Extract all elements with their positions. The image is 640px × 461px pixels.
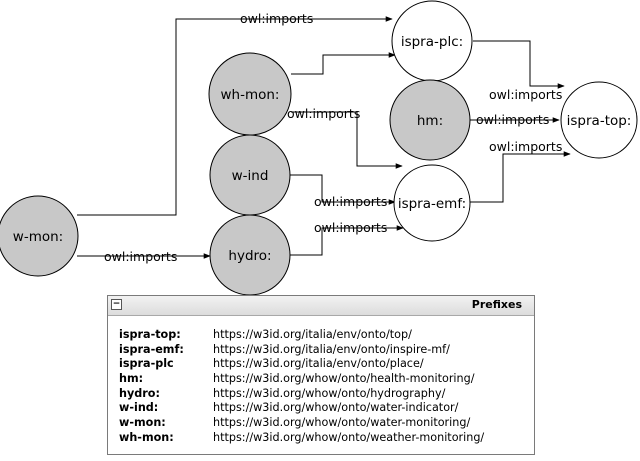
node-label-ispra-emf: ispra-emf: [398, 196, 466, 212]
prefix-uri: https://w3id.org/whow/onto/health-monito… [213, 372, 475, 386]
node-hm[interactable]: hm: [389, 79, 471, 161]
edge-w-mon-ispra-plc[interactable] [77, 16, 393, 216]
prefix-row: hydro: https://w3id.org/whow/onto/hydrogr… [119, 387, 484, 402]
prefix-name: w-mon: [119, 416, 166, 430]
prefixes-panel: − Prefixes ispra-top: https://w3id.org/it… [107, 295, 535, 455]
node-label-wh-mon: wh-mon: [221, 87, 280, 103]
nodes-layer: ispra-plc: wh-mon: hm: w-ind ispra-emf: … [0, 0, 638, 296]
node-ispra-top[interactable]: ispra-top: [560, 81, 638, 159]
node-ispra-emf[interactable]: ispra-emf: [393, 164, 471, 242]
prefix-row: w-mon: https://w3id.org/whow/onto/water-m… [119, 416, 484, 431]
prefix-uri: https://w3id.org/whow/onto/weather-monit… [213, 430, 485, 444]
prefix-row: ispra-emf: https://w3id.org/italia/env/on… [119, 343, 484, 358]
node-w-ind[interactable]: w-ind [209, 134, 291, 216]
edge-wh-mon-ispra-plc[interactable] [291, 52, 396, 75]
edge-ispra-emf-ispra-top[interactable] [466, 151, 571, 203]
prefix-name: ispra-emf: [119, 342, 184, 356]
prefix-name: hydro: [119, 386, 160, 400]
prefix-row: ispra-top: https://w3id.org/italia/env/on… [119, 328, 484, 343]
prefix-uri: https://w3id.org/whow/onto/hydrography/ [213, 386, 446, 400]
prefix-row: wh-mon: https://w3id.org/whow/onto/weathe… [119, 431, 484, 446]
node-hydro[interactable]: hydro: [209, 214, 291, 296]
prefixes-panel-header: − Prefixes [108, 296, 534, 316]
prefix-uri: https://w3id.org/whow/onto/water-indicat… [213, 401, 459, 415]
edges-layer: owl:imports owl:imports owl:imports owl:… [77, 11, 571, 264]
edge-ispra-plc-ispra-top[interactable] [473, 40, 565, 89]
prefix-name: hm: [119, 372, 144, 386]
edge-label-hm-ispra-top: owl:imports [476, 112, 549, 127]
edge-label-w-mon-hydro: owl:imports [104, 249, 177, 264]
collapse-icon[interactable]: − [111, 299, 122, 310]
edge-label-ispra-plc-ispra-top: owl:imports [489, 87, 562, 102]
edge-hydro-ispra-emf[interactable] [290, 225, 404, 256]
edge-wh-mon-ispra-emf[interactable] [291, 111, 403, 169]
prefix-row: w-ind: https://w3id.org/whow/onto/water-i… [119, 401, 484, 416]
edge-label-hydro-ispra-emf: owl:imports [314, 220, 387, 235]
edge-label-w-mon-ispra-plc: owl:imports [240, 11, 313, 26]
edge-label-w-ind-ispra-emf: owl:imports [314, 194, 387, 209]
prefix-name: ispra-top: [119, 328, 181, 341]
edge-label-wh-mon-ispra-emf: owl:imports [287, 106, 360, 121]
node-ispra-plc[interactable]: ispra-plc: [391, 0, 473, 82]
prefix-name: w-ind: [119, 401, 159, 415]
node-wh-mon[interactable]: wh-mon: [208, 52, 292, 136]
node-label-w-ind: w-ind [232, 168, 269, 184]
node-label-hydro: hydro: [228, 248, 271, 264]
edge-label-ispra-emf-ispra-top: owl:imports [489, 139, 562, 154]
prefix-table: ispra-top: https://w3id.org/italia/env/on… [119, 328, 484, 446]
node-label-ispra-plc: ispra-plc: [401, 34, 463, 50]
prefix-row: hm: https://w3id.org/whow/onto/health-mon… [119, 372, 484, 387]
node-label-ispra-top: ispra-top: [567, 113, 632, 129]
prefix-uri: https://w3id.org/italia/env/onto/top/ [213, 328, 412, 341]
prefixes-panel-title: Prefixes [471, 298, 522, 311]
node-label-hm: hm: [417, 113, 443, 129]
node-label-w-mon: w-mon: [13, 229, 63, 245]
prefix-uri: https://w3id.org/italia/env/onto/place/ [213, 357, 424, 371]
edge-w-ind-ispra-emf[interactable] [290, 174, 396, 205]
prefix-name: wh-mon: [119, 430, 174, 444]
prefix-name: ispra-plc [119, 357, 174, 371]
prefix-uri: https://w3id.org/italia/env/onto/inspire… [213, 342, 450, 356]
node-w-mon[interactable]: w-mon: [0, 195, 79, 277]
prefix-row: ispra-plc https://w3id.org/italia/env/ont… [119, 357, 484, 372]
prefix-uri: https://w3id.org/whow/onto/water-monitor… [213, 416, 471, 430]
